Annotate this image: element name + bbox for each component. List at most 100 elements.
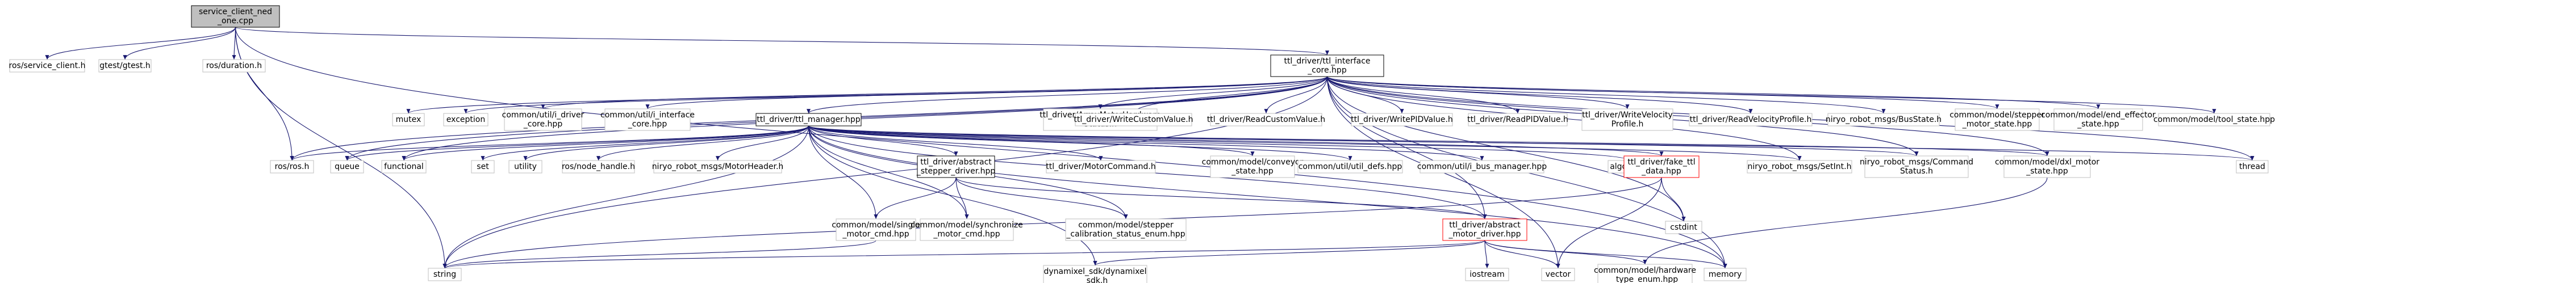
node-exception: exception: [443, 113, 489, 126]
edge-ttl_interface_core-to-bus_state: [1326, 76, 1886, 114]
edge-ttl_manager-to-dynamixel_sdk: [808, 125, 1097, 266]
edge-ttl_manager-to-queue: [345, 125, 809, 161]
node-box: [1827, 113, 1940, 126]
node-box: [428, 268, 462, 281]
edge-fake_ttl-to-cstdint: [1661, 177, 1686, 222]
edge-fake_ttl-to-vector: [1556, 177, 1662, 269]
node-cstdint: cstdint: [1665, 221, 1702, 234]
node-label: queue: [335, 162, 360, 171]
node-label: ttl_driver/WriteCustomValue.h: [1074, 115, 1193, 124]
node-box: [1665, 221, 1702, 234]
node-label: ros/ros.h: [275, 162, 310, 171]
edge-stepper_driver-to-motor_driver: [955, 177, 1487, 219]
node-box: [1442, 218, 1527, 241]
node-interface-core: common/util/i_interface_core.hpp: [600, 108, 695, 131]
edge-motor_driver-to-dynamixel_sdk: [1093, 240, 1485, 266]
node-tool-state: common/model/tool_state.hpp: [2153, 113, 2275, 126]
node-box: [1270, 54, 1384, 77]
edge-ttl_manager-to-conveyor_state: [808, 125, 1255, 157]
edge-single_motor_cmd-to-string: [442, 240, 876, 269]
node-label: common/model/dxl_motor: [1995, 158, 2099, 167]
node-memory: memory: [1704, 268, 1747, 281]
node-vector: vector: [1541, 268, 1575, 281]
node-box: [1351, 113, 1453, 126]
edge-ttl_interface_core-to-read_velocity: [1326, 76, 1753, 114]
node-box: [191, 5, 280, 28]
node-queue: queue: [330, 160, 364, 174]
node-label: _stepper_driver.hpp: [916, 167, 996, 176]
node-motor-driver[interactable]: ttl_driver/abstract_motor_driver.hpp: [1442, 218, 1527, 241]
dependency-edges: [45, 27, 2254, 269]
edge-stepper_driver-to-synchronize_motor_cmd: [955, 177, 969, 219]
edge-ttl_manager-to-algorithm: [808, 125, 1631, 161]
node-box: [270, 160, 314, 174]
node-label: _type_enum.hpp: [1611, 275, 1678, 283]
node-iostream: iostream: [1465, 268, 1509, 281]
node-label: _state.hpp: [2077, 120, 2119, 129]
node-root[interactable]: service_client_ned_one.cpp: [191, 5, 280, 28]
node-label: ttl_driver/WriteVelocity: [1582, 111, 1673, 120]
node-label: niryo_robot_msgs/SetInt.h: [1748, 162, 1852, 171]
node-box: [508, 160, 542, 174]
node-box: [562, 160, 635, 174]
node-label: _data.hpp: [1641, 167, 1681, 176]
node-label: common/model/hardware: [1594, 266, 1696, 275]
node-label: niryo_robot_msgs/MotorHeader.h: [652, 162, 784, 171]
node-utility: utility: [508, 160, 542, 174]
node-fake-ttl[interactable]: ttl_driver/fake_ttl_data.hpp: [1623, 155, 1700, 178]
node-dynamixel-sdk: dynamixel_sdk/dynamixel_sdk.h: [1043, 265, 1147, 283]
edge-ttl_manager-to-util_defs: [808, 125, 1352, 161]
node-label: ros/service_client.h: [9, 61, 86, 70]
node-box: [2053, 108, 2143, 131]
edge-ttl_interface_core-to-read_custom: [1264, 76, 1328, 114]
node-label: _core.hpp: [628, 120, 667, 129]
node-label: _calibration_status_enum.hpp: [1066, 230, 1185, 239]
node-util-defs: common/util/util_defs.hpp: [1297, 160, 1403, 174]
edge-ttl_interface_core-to-functional: [402, 76, 1328, 161]
node-label: ttl_driver/abstract: [920, 158, 992, 167]
node-label: _motor_driver.hpp: [1448, 230, 1521, 239]
edge-root-to-ros_service_client: [45, 27, 236, 60]
edge-ttl_interface_core-to-tool_state: [1326, 76, 2216, 114]
node-single-motor-cmd: common/model/single_motor_cmd.hpp: [832, 218, 920, 241]
edge-ttl_manager-to-memory: [808, 125, 1727, 269]
node-write-pid: ttl_driver/WritePIDValue.h: [1351, 113, 1453, 126]
edge-ttl_manager-to-setint: [808, 125, 1802, 161]
node-label: _state.hpp: [2026, 167, 2068, 176]
edge-ttl_interface_core-to-array_motor_hw: [1098, 76, 1328, 109]
node-stepper-driver[interactable]: ttl_driver/abstract_stepper_driver.hpp: [916, 155, 996, 178]
node-end-effector-state: common/model/end_effector_state.hpp: [2041, 108, 2156, 131]
edge-ttl_interface_core-to-end_effector_state: [1326, 76, 2101, 109]
node-label: Status.h: [1900, 167, 1933, 176]
node-box: [1210, 113, 1322, 126]
node-ttl-manager[interactable]: ttl_driver/ttl_manager.hpp: [755, 113, 862, 126]
edge-ttl_interface_core-to-write_velocity: [1326, 76, 1630, 109]
edge-ttl_manager-to-node_handle: [596, 125, 809, 161]
edge-ttl_interface_core-to-cstdint: [1326, 76, 1686, 222]
node-stepper-calibration: common/model/stepper_calibration_status_…: [1065, 218, 1187, 241]
node-label: common/model/single: [832, 221, 920, 230]
edge-ttl_manager-to-utility: [523, 125, 809, 161]
node-label: service_client_ned: [199, 7, 272, 16]
node-box: [1210, 155, 1295, 178]
node-label: exception: [446, 115, 485, 124]
dependency-nodes: service_client_ned_one.cpp ros/service_cl…: [9, 5, 2275, 283]
edge-root-to-ros_duration: [232, 27, 236, 60]
node-box: [1465, 268, 1509, 281]
node-label: common/model/conveyor: [1202, 158, 1304, 167]
node-box: [755, 113, 862, 126]
node-box: [381, 160, 427, 174]
node-ros-ros: ros/ros.h: [270, 160, 314, 174]
edge-ttl_manager-to-motor_command: [808, 125, 1103, 161]
node-box: [836, 218, 916, 241]
node-box: [1297, 160, 1403, 174]
node-ttl-interface-core[interactable]: ttl_driver/ttl_interface_core.hpp: [1270, 54, 1384, 77]
node-label: _state.hpp: [1231, 167, 1274, 176]
node-box: [504, 108, 582, 131]
edge-stepper_driver-to-stepper_calibration: [955, 177, 1128, 219]
node-label: ttl_driver/WritePIDValue.h: [1351, 115, 1453, 124]
node-mutex: mutex: [392, 113, 425, 126]
node-box: [604, 108, 691, 131]
edge-ttl_manager-to-thread: [808, 125, 2254, 161]
node-label: niryo_robot_msgs/BusState.h: [1826, 115, 1942, 124]
